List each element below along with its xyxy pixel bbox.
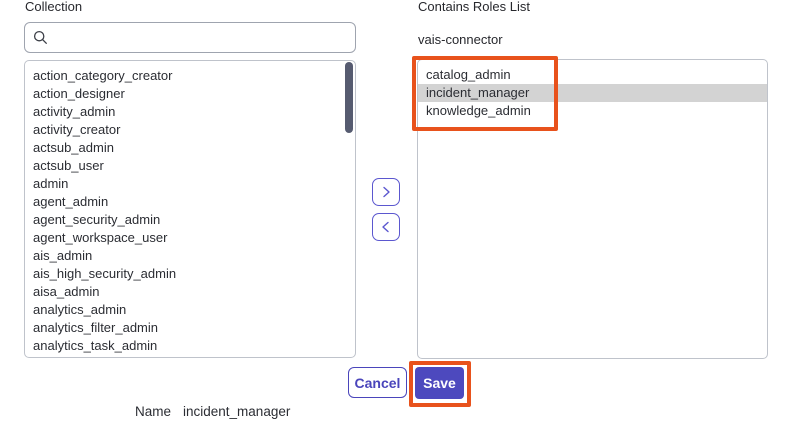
- chevron-left-icon: [380, 221, 392, 233]
- collection-option[interactable]: agent_workspace_user: [33, 230, 168, 245]
- search-icon: [33, 30, 48, 45]
- role-option[interactable]: knowledge_admin: [426, 103, 531, 118]
- role-option[interactable]: catalog_admin: [426, 67, 511, 82]
- collection-option[interactable]: agent_admin: [33, 194, 109, 209]
- record-name-text: vais-connector: [418, 32, 503, 47]
- name-label: Name: [135, 404, 172, 419]
- collection-option[interactable]: analytics_admin: [33, 302, 127, 317]
- collection-option[interactable]: analytics_task_admin: [33, 338, 158, 353]
- collection-option[interactable]: actsub_user: [33, 158, 104, 173]
- collection-option[interactable]: actsub_admin: [33, 140, 114, 155]
- collection-search-input[interactable]: [54, 23, 347, 52]
- collection-option[interactable]: ais_admin: [33, 248, 93, 263]
- name-value: incident_manager: [183, 404, 291, 419]
- collection-option[interactable]: ais_high_security_admin: [33, 266, 177, 281]
- collection-option[interactable]: analytics_filter_admin: [33, 320, 159, 335]
- collection-option[interactable]: activity_creator: [33, 122, 121, 137]
- collection-search: [24, 22, 356, 53]
- collection-label: Collection: [25, 0, 83, 14]
- collection-option[interactable]: analytics_viewer: [25, 355, 355, 357]
- move-left-button[interactable]: [372, 213, 400, 241]
- contains-roles-listbox[interactable]: catalog_admin incident_manager knowledge…: [417, 59, 768, 359]
- name-row: Name incident_manager: [135, 404, 290, 419]
- collection-option[interactable]: aisa_admin: [33, 284, 100, 299]
- collection-option[interactable]: agent_security_admin: [33, 212, 161, 227]
- contains-roles-label: Contains Roles List: [418, 0, 530, 14]
- collection-listbox[interactable]: action_category_creator action_designer …: [24, 60, 356, 358]
- collection-option[interactable]: action_category_creator: [33, 68, 173, 83]
- collection-scrollbar-thumb[interactable]: [345, 62, 353, 133]
- move-right-button[interactable]: [372, 178, 400, 206]
- role-option[interactable]: incident_manager: [418, 84, 767, 102]
- chevron-right-icon: [380, 186, 392, 198]
- collection-option[interactable]: action_designer: [33, 86, 125, 101]
- collection-option[interactable]: activity_admin: [33, 104, 116, 119]
- save-button[interactable]: Save: [415, 367, 464, 399]
- collection-option[interactable]: admin: [33, 176, 69, 191]
- cancel-button[interactable]: Cancel: [348, 367, 407, 398]
